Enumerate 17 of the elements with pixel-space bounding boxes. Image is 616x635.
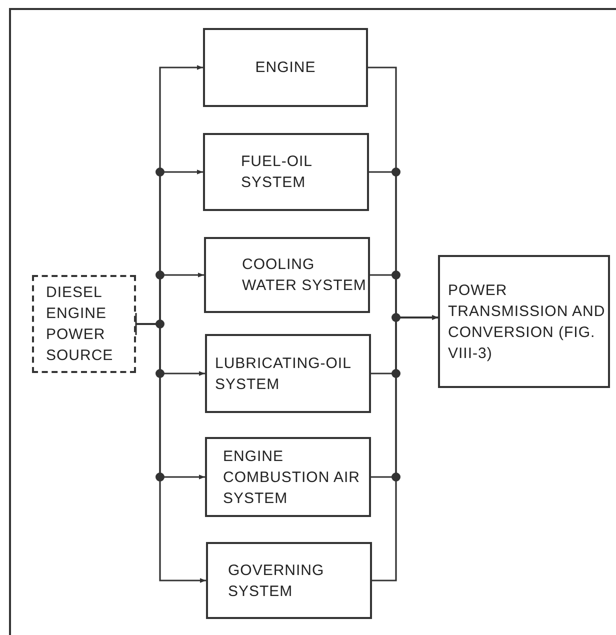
process-box xyxy=(203,28,368,107)
arrow xyxy=(372,315,438,582)
node-label: LUBRICATING-OIL SYSTEM xyxy=(215,354,352,394)
process-box xyxy=(203,133,369,211)
dashed-box xyxy=(32,275,136,373)
node-label: ENGINE COMBUSTION AIR SYSTEM xyxy=(223,446,362,508)
node-label: GOVERNING SYSTEM xyxy=(228,560,326,602)
process-box xyxy=(205,334,371,413)
node-label: FUEL-OIL SYSTEM xyxy=(241,152,313,193)
process-box xyxy=(204,237,370,313)
process-box xyxy=(205,437,371,517)
process-box xyxy=(438,255,610,388)
process-box xyxy=(206,542,372,619)
node-label: POWER TRANSMISSION AND CONVERSION (FIG. VIII-3) xyxy=(448,280,606,364)
node-label: ENGINE xyxy=(255,58,316,78)
node-label: DIESEL ENGINE POWER SOURCE xyxy=(46,283,114,366)
node-label: COOLING WATER SYSTEM xyxy=(242,255,368,296)
